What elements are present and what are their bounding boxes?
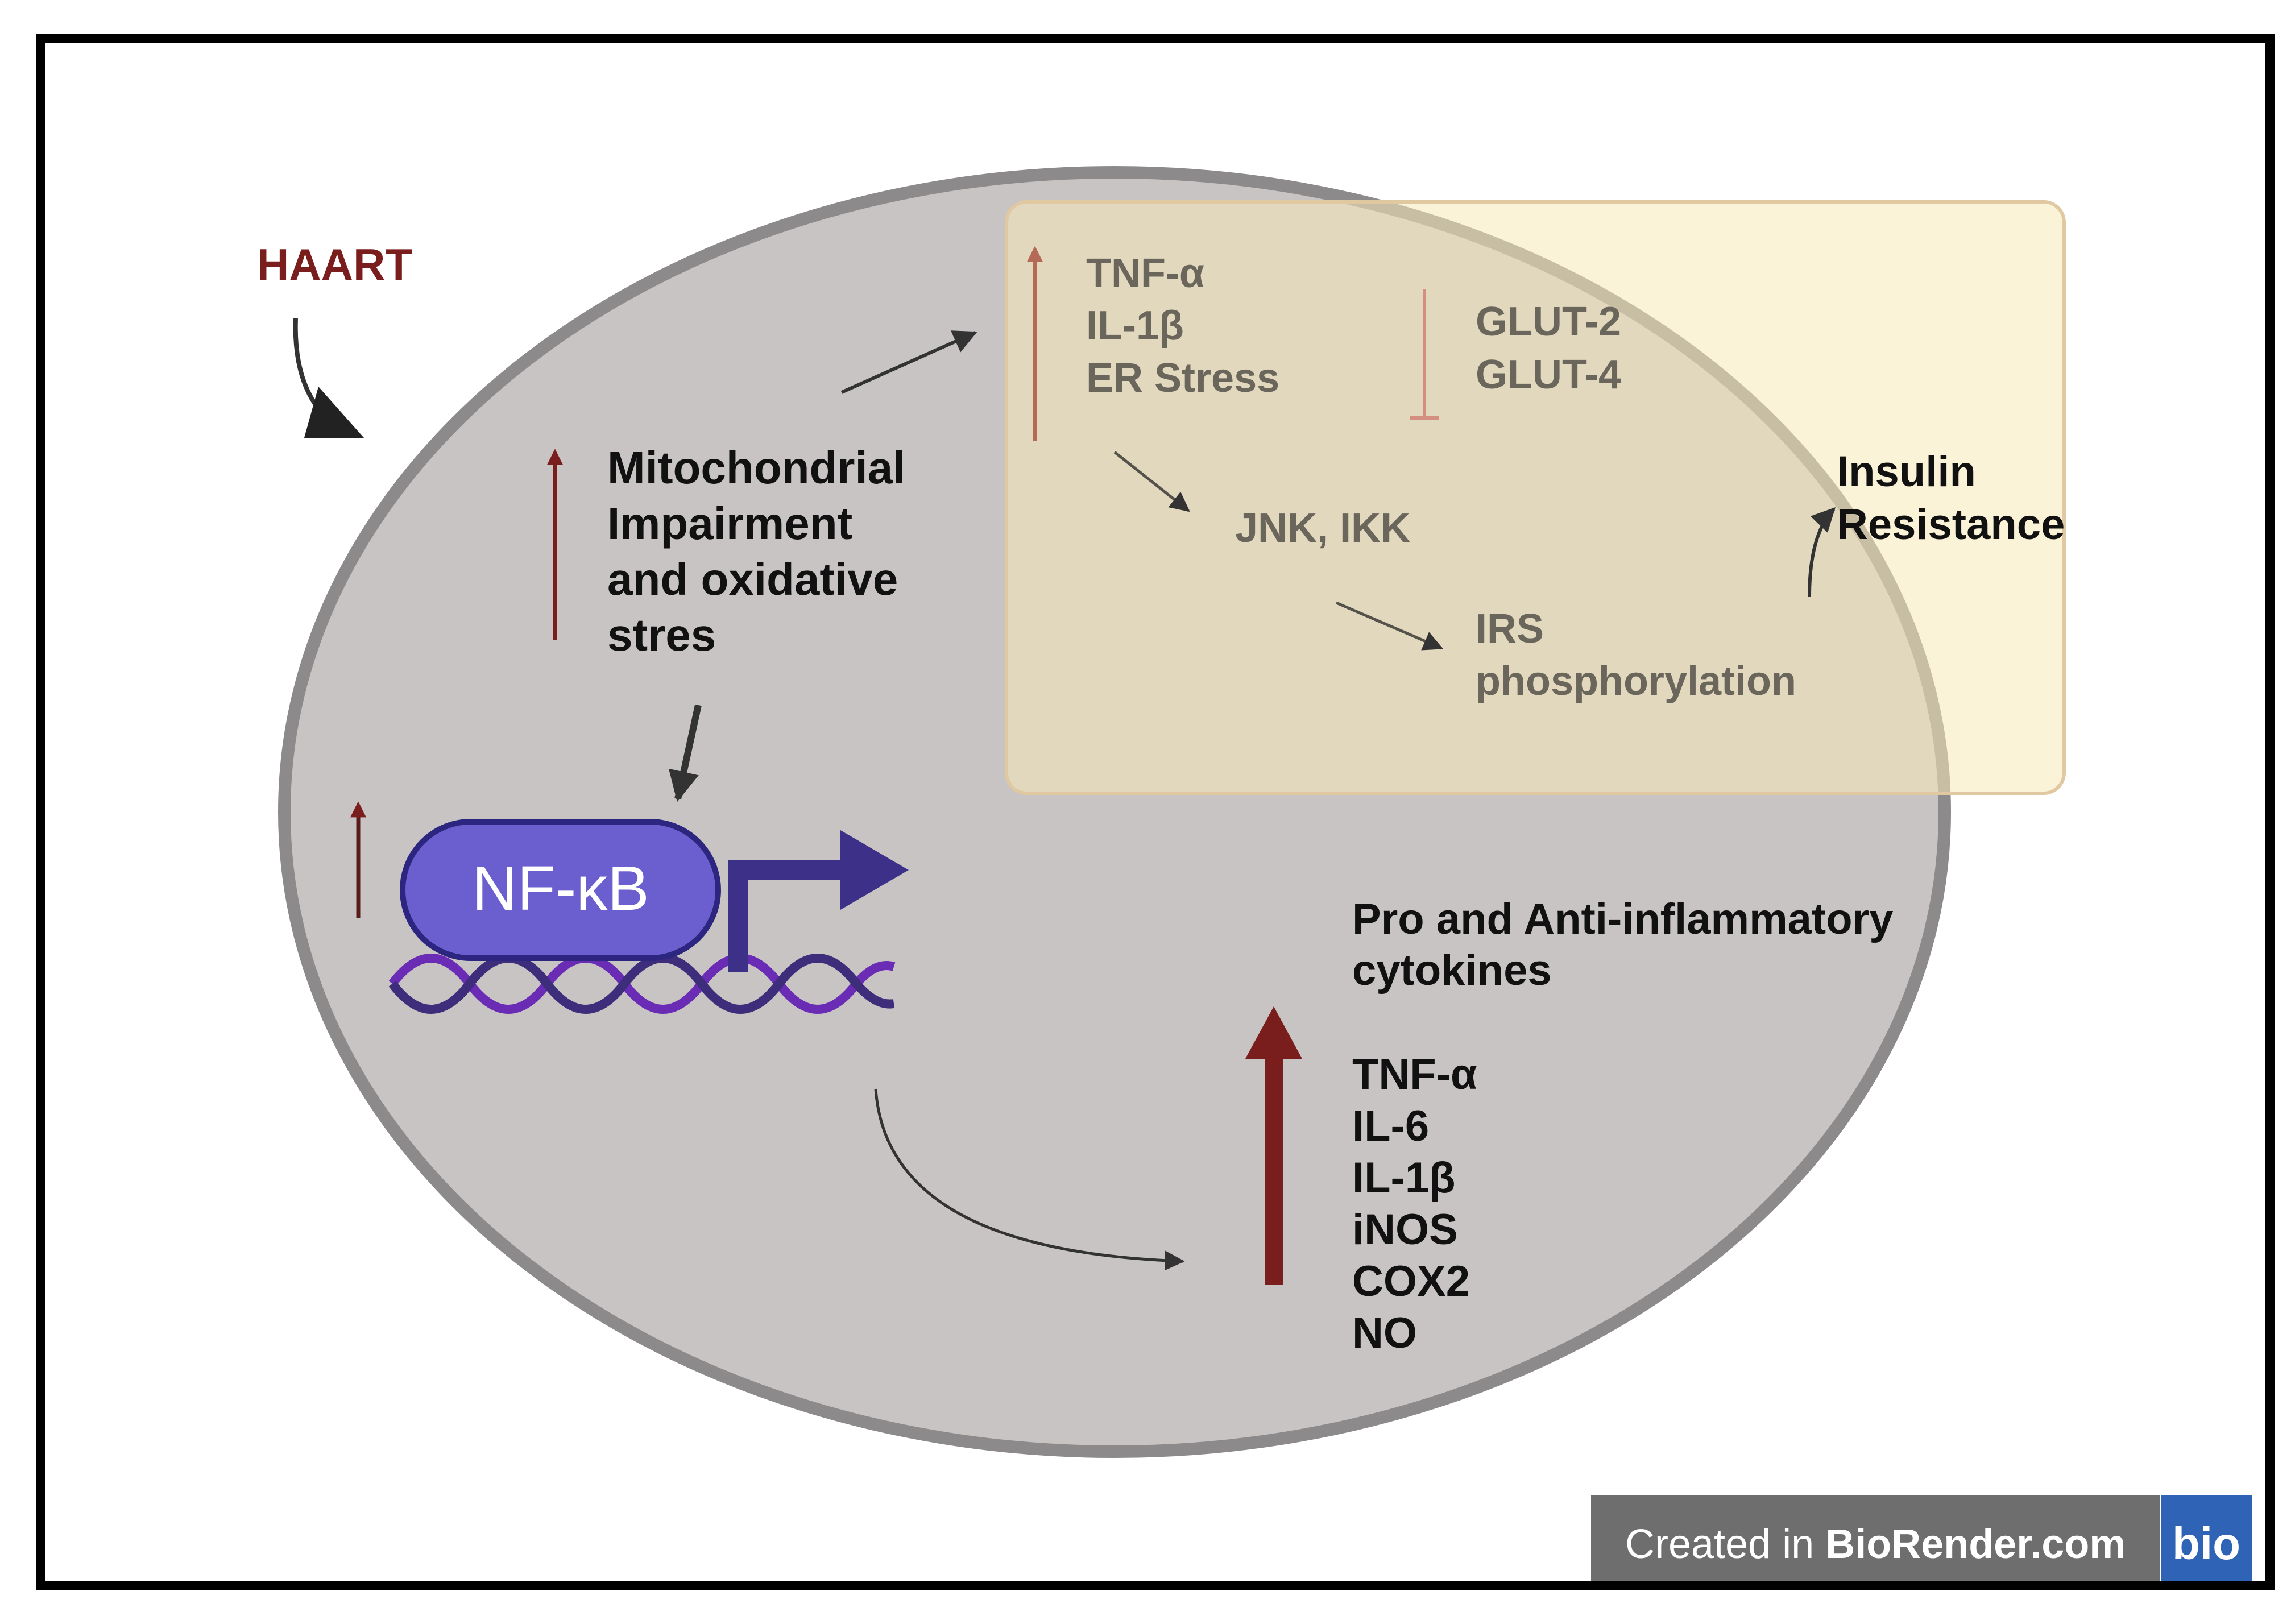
stress-to-kinase-arrow <box>1113 451 1190 512</box>
mitochondria-line-1: Mitochondrial <box>607 442 905 493</box>
biorender-logo-text: bio <box>2172 1518 2240 1569</box>
insulin-pathway-panel <box>1005 200 2066 795</box>
mitochondria-line-4: stres <box>607 610 716 660</box>
cytokine-item: COX2 <box>1352 1257 1470 1306</box>
nfkb-label: NF-κB <box>472 854 649 923</box>
biorender-watermark[interactable]: Created in BioRender.com bio <box>1591 1495 2252 1581</box>
cytokines-heading-1: Pro and Anti-inflammatory <box>1352 895 1893 943</box>
cytokine-item: IL-6 <box>1352 1102 1429 1150</box>
cytokine-item: NO <box>1352 1309 1417 1357</box>
promoter-arrow-stem <box>728 860 847 972</box>
mito-to-nfkb-arrow <box>668 704 702 802</box>
watermark-text: Created in BioRender.com <box>1625 1522 2126 1567</box>
cytokine-item: IL-1β <box>1352 1154 1456 1202</box>
nfkb-complex <box>400 819 721 961</box>
kinase-label: JNK, IKK <box>1235 506 1410 551</box>
irs-line-2: phosphorylation <box>1476 658 1796 704</box>
cytokine-up-arrow-head <box>1245 1006 1302 1059</box>
stress-line-1: TNF-α <box>1086 251 1204 296</box>
mito-to-panel-arrow <box>840 330 977 394</box>
insulin-line-1: Insulin <box>1837 448 1976 496</box>
nfkb-to-cytokines-arrow <box>874 1088 1185 1271</box>
cytokine-item: iNOS <box>1352 1205 1458 1254</box>
cytokine-up-arrow-shaft <box>1265 1051 1283 1285</box>
glut-line-2: GLUT-4 <box>1476 352 1621 397</box>
insulin-line-2: Resistance <box>1837 500 2065 549</box>
glut-line-1: GLUT-2 <box>1476 299 1621 345</box>
biorender-logo <box>2161 1495 2252 1581</box>
promoter-arrow-head <box>840 830 909 910</box>
irs-line-1: IRS <box>1476 606 1544 652</box>
stress-line-3: ER Stress <box>1086 355 1279 401</box>
haart-label: HAART <box>257 239 412 289</box>
mitochondria-line-3: and oxidative <box>607 554 898 604</box>
stress-line-2: IL-1β <box>1086 303 1184 349</box>
cytokine-item: TNF-α <box>1352 1050 1477 1099</box>
cytokines-heading-2: cytokines <box>1352 946 1552 995</box>
watermark-background <box>1591 1495 2160 1581</box>
irs-to-insulin-arrow <box>1808 507 1836 598</box>
kinase-to-irs-arrow <box>1336 601 1444 651</box>
haart-arrow-head <box>304 387 364 438</box>
mitochondria-line-2: Impairment <box>607 498 852 549</box>
